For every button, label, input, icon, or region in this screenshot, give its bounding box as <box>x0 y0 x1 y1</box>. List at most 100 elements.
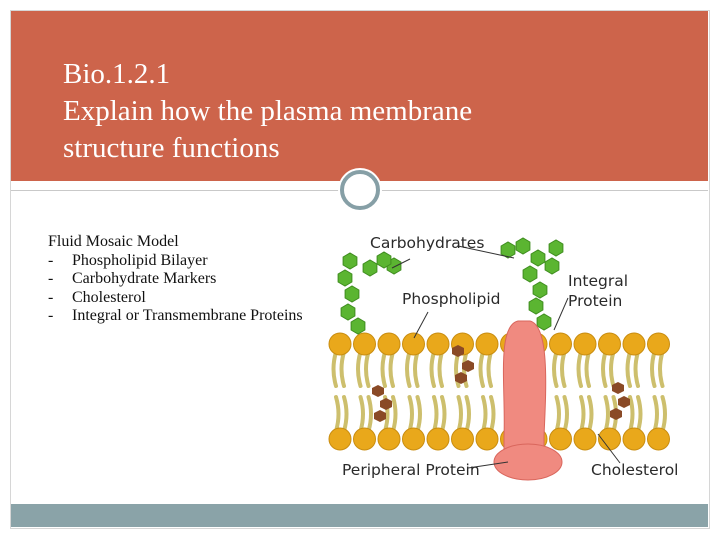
lipid-tail <box>334 395 341 433</box>
cholesterol-ring <box>452 345 464 357</box>
cholesterol-ring <box>610 408 622 420</box>
cholesterol-ring <box>374 410 386 422</box>
lipid-head <box>573 332 597 356</box>
carbohydrate-unit <box>532 281 548 299</box>
lipid-tail <box>486 350 493 388</box>
lipid-tail <box>576 350 583 388</box>
label-integral: Integral <box>568 272 628 290</box>
bullet-text: Phospholipid Bilayer <box>72 251 208 269</box>
lipid-tail <box>356 350 363 388</box>
lipid-tail <box>331 350 338 388</box>
leader-line <box>413 311 429 339</box>
lipid-tail <box>380 350 387 388</box>
lipid-tail <box>652 395 659 433</box>
lipid-head <box>328 427 352 451</box>
bullet-text: Cholesterol <box>72 288 146 306</box>
title-line-2: Explain how the plasma membrane <box>63 95 473 127</box>
title-banner <box>11 11 708 181</box>
lipid-tail <box>342 395 349 433</box>
label-leader-lines <box>391 245 621 469</box>
lipid-tail <box>603 395 610 433</box>
lipid-head <box>377 332 401 356</box>
cholesterol-ring <box>612 382 624 394</box>
bullet-dash: - <box>48 288 54 306</box>
lipid-tail <box>560 350 567 388</box>
cholesterol-ring <box>455 372 467 384</box>
lipid-tail <box>358 395 365 433</box>
bullet-text: Integral or Transmembrane Proteins <box>72 307 303 324</box>
bullet-text: Carbohydrate Markers <box>72 270 217 287</box>
carbohydrate-unit <box>362 259 378 277</box>
cholesterol-ring <box>462 360 474 372</box>
lipid-tail <box>609 350 616 388</box>
membrane-illustration: Carbohydrates Integral Protein Phospholi… <box>328 234 678 481</box>
carbohydrate-unit <box>340 303 356 321</box>
lipid-head <box>622 332 646 356</box>
lipid-tail <box>440 395 447 433</box>
lipid-head <box>353 332 376 356</box>
bullet-list: -Phospholipid Bilayer -Carbohydrate Mark… <box>48 252 318 326</box>
leader-line <box>553 297 569 331</box>
carbohydrate-unit <box>536 313 552 331</box>
lipid-head <box>377 427 401 451</box>
list-item: - Carbohydrate Markers <box>48 270 318 289</box>
cell-membrane-diagram: Carbohydrates Integral Protein Phospholi… <box>318 226 698 484</box>
lipid-tail <box>636 395 643 433</box>
body-text: Fluid Mosaic Model -Phospholipid Bilayer… <box>48 233 318 326</box>
list-item: -Cholesterol <box>48 289 318 308</box>
bullet-dash: - <box>48 251 54 269</box>
lipid-heads <box>328 332 670 451</box>
list-item: -Integral or Transmembrane Proteins <box>48 307 318 326</box>
lipid-tail <box>562 395 569 433</box>
lipid-tail <box>481 395 488 433</box>
lipid-tail <box>437 350 444 388</box>
lipid-tail <box>364 350 371 388</box>
cholesterol-ring <box>372 385 384 397</box>
body-heading: Fluid Mosaic Model <box>48 233 179 250</box>
slide-title: Bio.1.2.1 Explain how the plasma membran… <box>63 56 663 167</box>
lipid-tail <box>489 395 496 433</box>
lipid-head <box>475 332 499 356</box>
bullet-dash: - <box>48 270 54 287</box>
carbohydrate-unit <box>515 237 531 255</box>
cholesterol-ring <box>380 398 392 410</box>
cholesterol-molecules <box>372 345 630 422</box>
leader-line <box>467 461 509 469</box>
carbohydrate-unit <box>376 251 392 269</box>
carbohydrate-unit <box>500 241 516 259</box>
title-line-3: structure functions <box>63 132 280 164</box>
lipid-tail <box>625 350 632 388</box>
lipid-tail <box>478 350 485 388</box>
carbohydrate-unit <box>342 252 358 270</box>
lipid-head <box>475 427 499 451</box>
label-phospholipid: Phospholipid <box>402 290 500 308</box>
lipid-tail <box>388 350 395 388</box>
lipid-tail <box>415 395 422 433</box>
carbohydrate-unit <box>528 297 544 315</box>
footer-bar <box>11 504 708 527</box>
lipid-tail <box>339 350 346 388</box>
lipid-tail <box>628 395 635 433</box>
lipid-head <box>451 427 474 451</box>
lipid-tail <box>658 350 665 388</box>
label-protein: Protein <box>568 292 622 310</box>
lipid-head <box>647 332 670 356</box>
lipid-head <box>573 427 597 451</box>
leader-line <box>457 245 515 259</box>
leader-line <box>391 258 411 269</box>
lipid-head <box>549 332 572 356</box>
lipid-tail <box>554 395 561 433</box>
lipid-head <box>598 427 621 451</box>
lipid-head <box>328 332 352 356</box>
lipid-tail <box>660 395 667 433</box>
integral-protein-body <box>502 320 547 457</box>
lipid-tail <box>405 350 412 388</box>
lipid-tail <box>366 395 373 433</box>
lipid-head <box>647 427 670 451</box>
carbohydrate-unit <box>548 239 564 257</box>
lipid-tail <box>601 350 608 388</box>
lipid-head <box>549 427 572 451</box>
lipid-head <box>426 332 450 356</box>
lipid-tail <box>413 350 420 388</box>
